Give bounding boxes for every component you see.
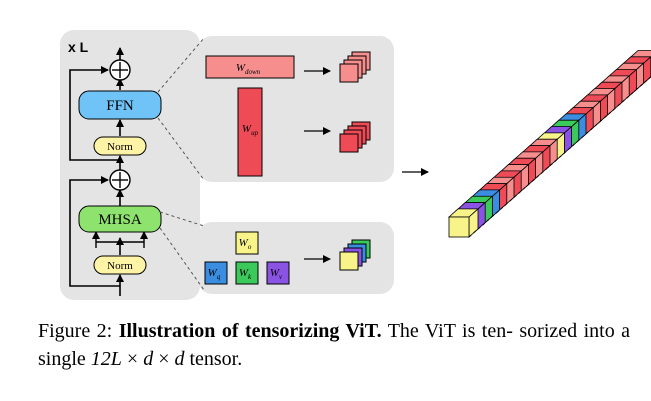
caption-title: Illustration of tensorizing ViT. (118, 320, 382, 342)
vit-tensorization-figure: x L Norm Norm MHSA FFN Wdown Wup (60, 30, 651, 300)
w-v-label: Wv (270, 267, 283, 281)
ffn-block (78, 90, 162, 120)
caption-text-1: The ViT is ten- (387, 320, 513, 342)
w-up-stack (339, 121, 371, 153)
repeat-label: x L (68, 39, 89, 55)
caption-times-2: × (158, 348, 170, 370)
norm-block-bottom (93, 255, 147, 275)
w-down-matrix (205, 55, 295, 79)
w-k-matrix (235, 261, 259, 285)
w-q-label: Wq (208, 267, 221, 281)
w-o-matrix (235, 231, 259, 255)
w-down-label: Wdown (236, 62, 261, 76)
w-up-label: Wup (242, 123, 259, 137)
norm-label-top: Norm (107, 141, 133, 153)
mhsa-block (78, 205, 162, 233)
w-o-label: Wo (239, 237, 252, 251)
norm-block-top (93, 136, 147, 156)
mhsa-label: MHSA (98, 212, 142, 228)
stacked-12L-tensor (447, 50, 651, 238)
caption-math-d2: d (174, 348, 185, 370)
caption-figure-label: Figure 2: (38, 320, 113, 342)
caption-text-3: tensor. (189, 348, 243, 370)
figure-caption: Figure 2: Illustration of tensorizing Vi… (38, 317, 630, 373)
caption-math-d1: d (143, 348, 154, 370)
mhsa-stack (339, 239, 371, 271)
tensor-slice (448, 216, 470, 238)
w-up-matrix (237, 87, 263, 177)
caption-math-12L: 12L (90, 348, 122, 370)
norm-label-bottom: Norm (107, 260, 133, 272)
ffn-label: FFN (106, 98, 134, 114)
caption-times-1: × (126, 348, 139, 370)
w-down-stack (339, 51, 371, 83)
caption-text-2: sorized into a single (38, 320, 631, 370)
w-q-matrix (204, 261, 228, 285)
w-v-matrix (266, 261, 290, 285)
w-k-label: Wk (239, 267, 252, 281)
